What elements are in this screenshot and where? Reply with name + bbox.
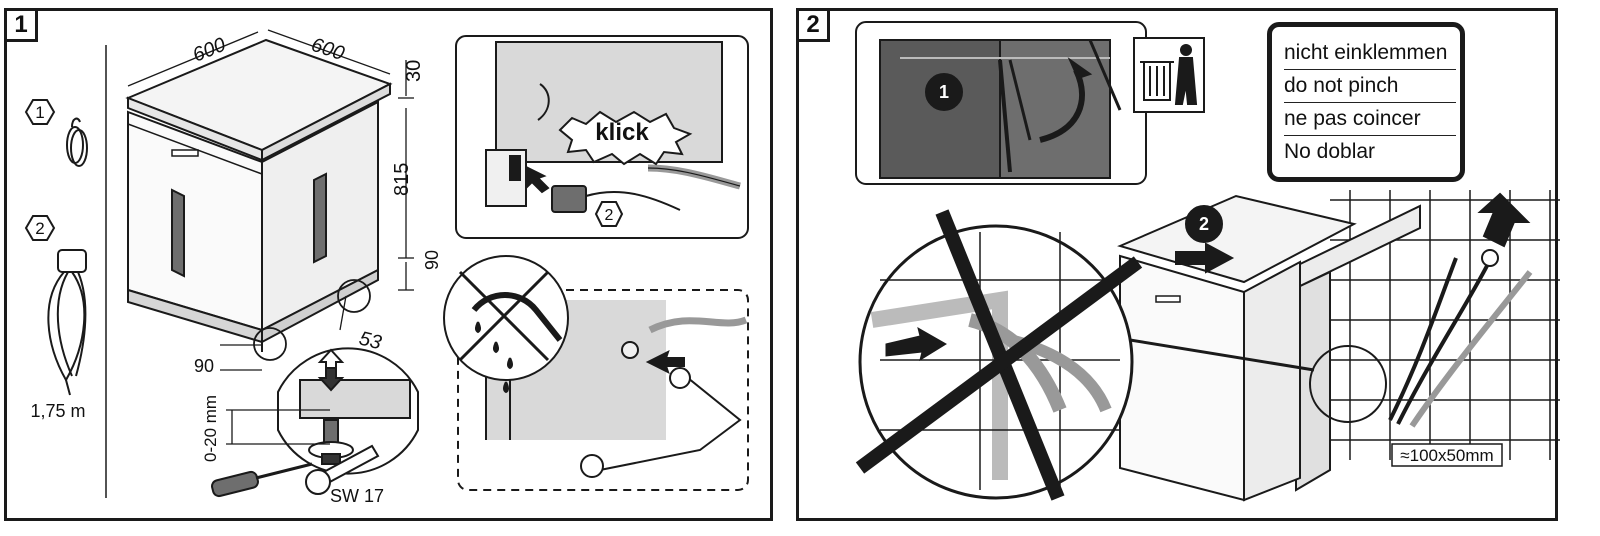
up-arrow-icon (1477, 192, 1531, 248)
warning-line-de: nicht einklemmen (1284, 37, 1456, 70)
step-badge-1: 1 (939, 82, 949, 102)
connect-badge: 2 (605, 207, 614, 224)
dimension-plinth-height: 90 (422, 250, 442, 270)
dimension-lines (127, 29, 414, 371)
hose-bracket-detail (855, 21, 1205, 185)
step-badge-1-circle (925, 73, 963, 111)
opening-size-label: ≈100x50mm (1400, 446, 1493, 465)
arrow-icon (527, 166, 550, 194)
do-not-pinch-detail (855, 209, 1143, 501)
connect-badge-frame (594, 201, 624, 227)
foot-detail-marker-right (337, 279, 371, 313)
wall-opening-marker (1309, 345, 1387, 423)
step-badge-2: 2 (1199, 214, 1209, 234)
wrench-icon (305, 444, 380, 495)
foot-detail-marker-left (253, 327, 287, 361)
panel-number: 1 (4, 8, 38, 42)
klick-burst (558, 110, 693, 166)
power-cable-icon (47, 249, 87, 396)
part-badge-2-frame (24, 215, 56, 241)
warning-box: nicht einklemmen do not pinch ne pas coi… (1267, 22, 1465, 182)
warning-line-fr: ne pas coincer (1284, 103, 1456, 136)
panel-number: 2 (796, 8, 830, 42)
part-badge-1: 1 (35, 103, 44, 122)
connection-detail (455, 35, 749, 239)
door-handle (171, 188, 185, 278)
arrow-icon (645, 350, 685, 374)
opening-size-box (1391, 443, 1503, 467)
dimension-foot-height: 90 (194, 356, 214, 376)
step-badge-2-circle (1185, 205, 1223, 243)
down-arrow-icon (317, 367, 345, 392)
dimension-top-offset: 30 (403, 60, 425, 82)
foot-adjust-range: 0-20 mm (201, 395, 220, 462)
hose-connection-detail (443, 255, 749, 491)
cable-length-label: 1,75 m (30, 401, 85, 421)
warning-line-es: No doblar (1284, 140, 1376, 163)
hose-clip-icon (66, 117, 88, 167)
arrow-icon (885, 326, 947, 362)
part-badge-2: 2 (35, 219, 44, 238)
dishwasher-body (125, 38, 393, 352)
side-handle (313, 172, 327, 264)
screwdriver-icon (211, 462, 313, 498)
supplied-parts (24, 45, 107, 498)
part-badge-1-frame (24, 99, 56, 125)
foot-adjustment-detail (277, 347, 419, 475)
arrow-icon (1175, 242, 1235, 274)
installation-scene (1117, 190, 1560, 502)
warning-line-en: do not pinch (1284, 70, 1456, 103)
arrow-icon (1067, 57, 1093, 80)
dimension-height: 815 (391, 163, 413, 196)
wrench-size-label: SW 17 (330, 486, 384, 506)
klick-callout: klick (595, 119, 649, 146)
foot-range-dimension (226, 409, 330, 445)
